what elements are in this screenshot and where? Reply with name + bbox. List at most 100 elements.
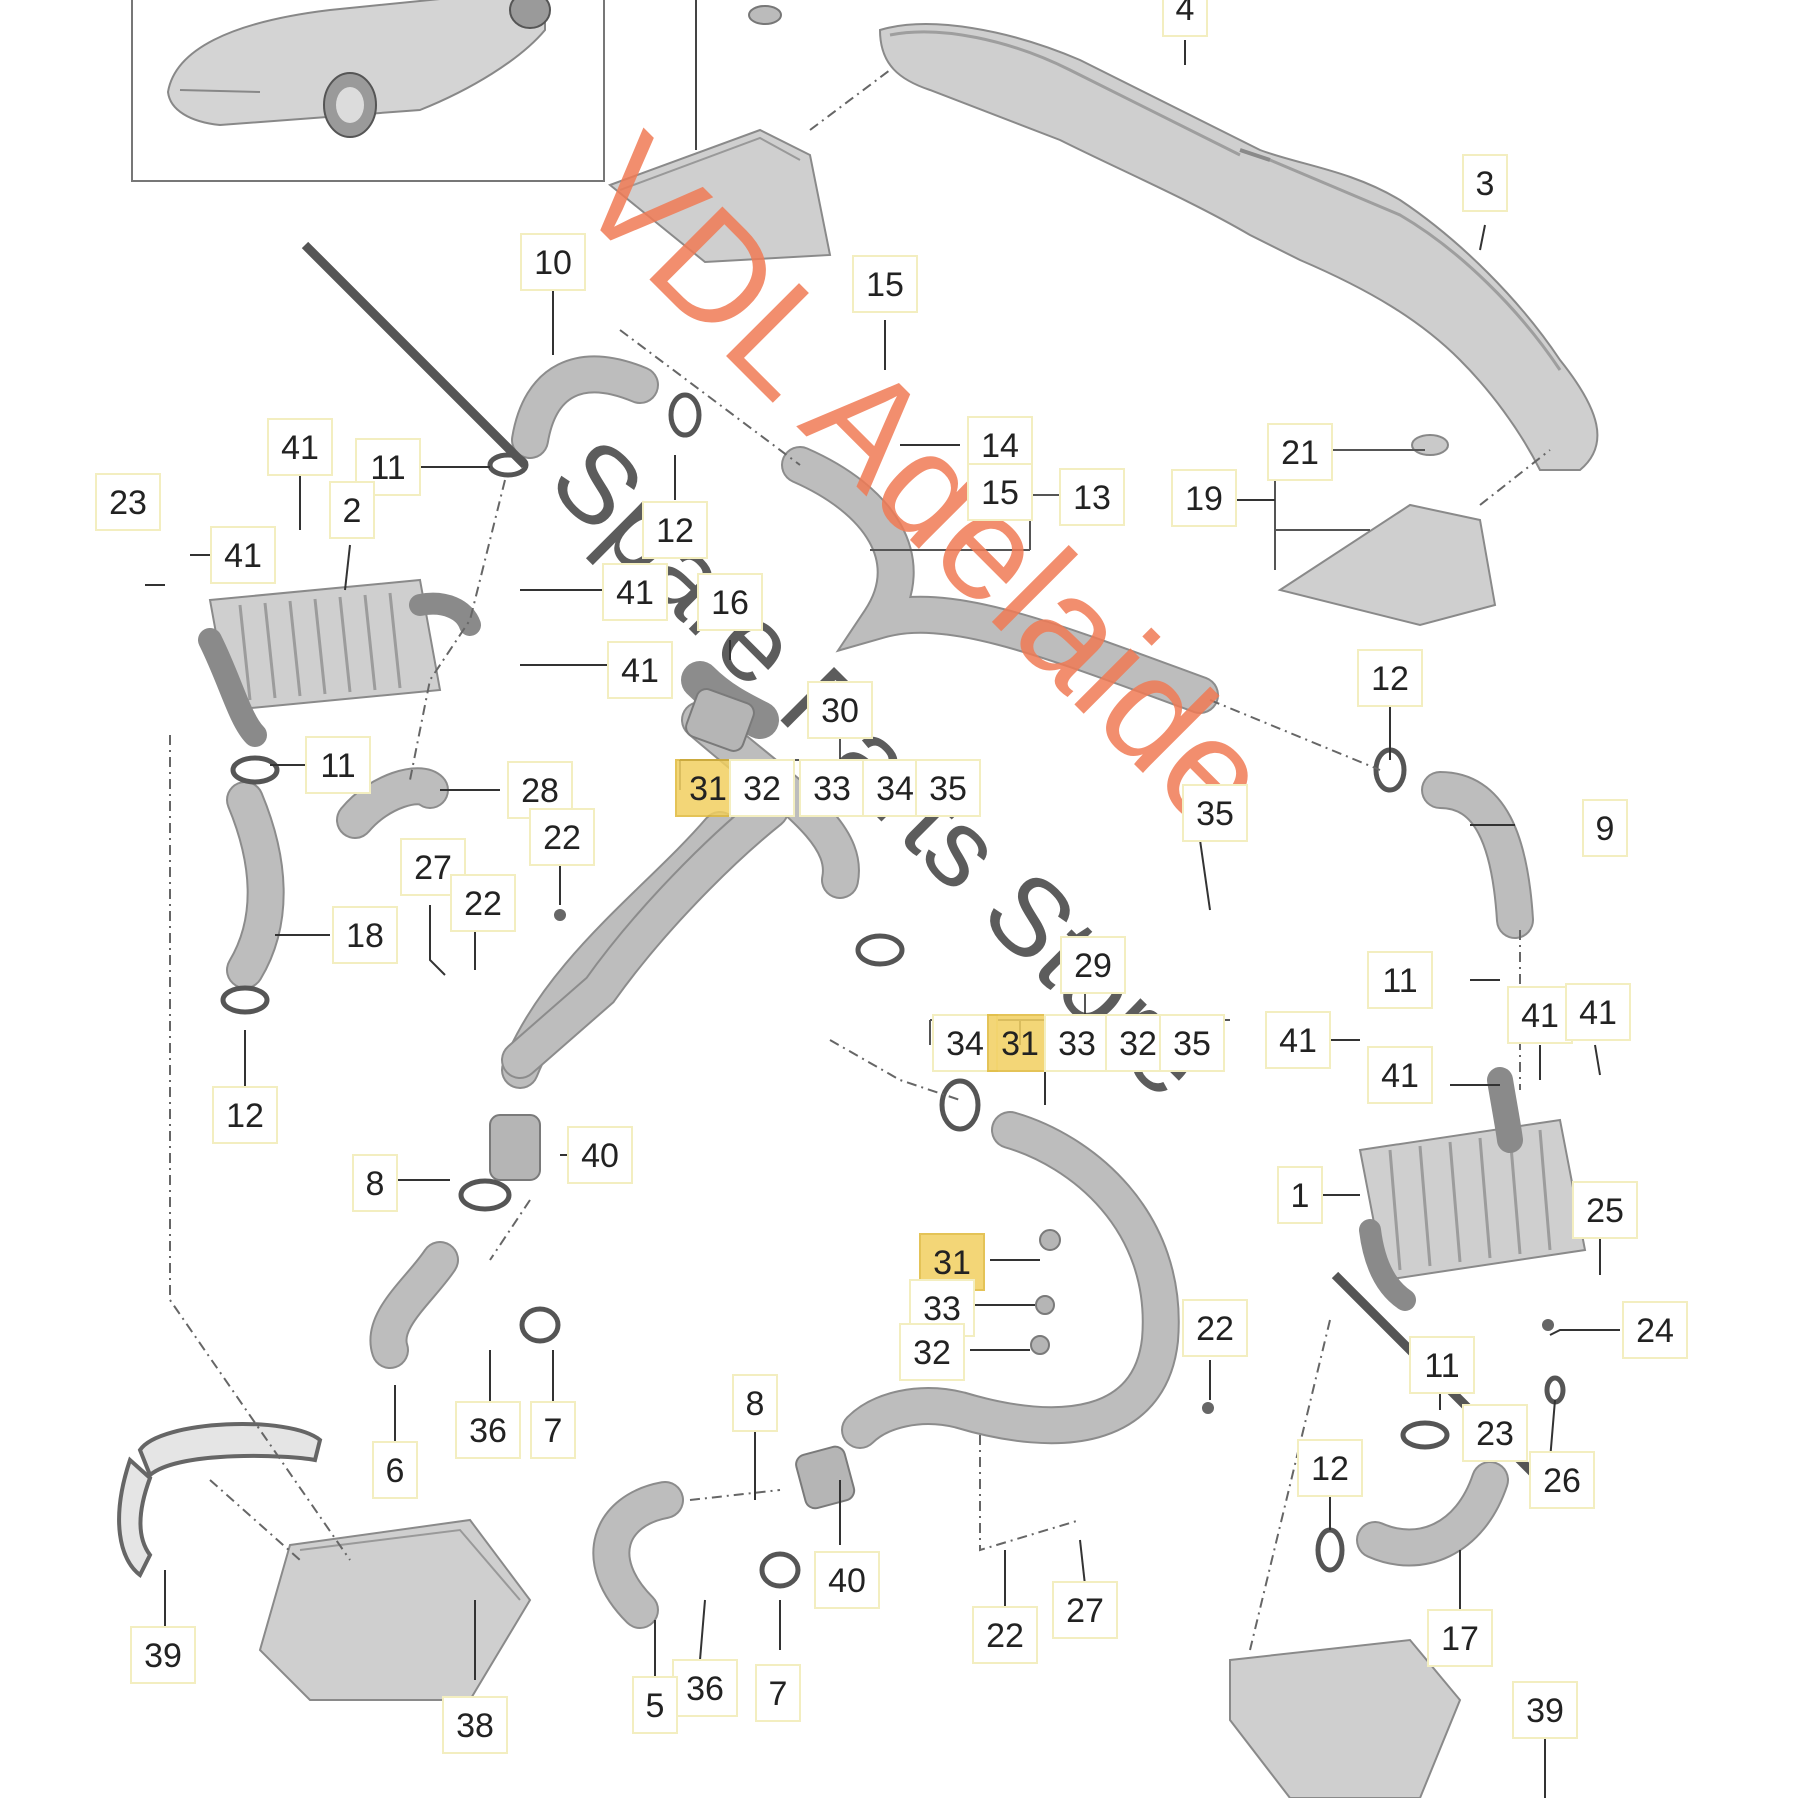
callout-10: 10 [520,233,586,291]
callout-number: 34 [946,1025,984,1063]
callout-box [529,808,595,866]
callout-15: 15 [967,463,1033,521]
callout-box [1462,1404,1528,1462]
callout-35: 35 [1159,1014,1225,1072]
callout-number: 41 [224,537,262,575]
callout-number: 31 [689,770,727,808]
callout-30: 30 [807,681,873,739]
callout-number: 41 [1579,994,1617,1032]
callout-39: 39 [130,1626,196,1684]
callout-number: 13 [1073,479,1111,517]
callout-40: 40 [567,1126,633,1184]
callout-19: 19 [1171,469,1237,527]
callout-number: 12 [1371,660,1409,698]
callout-box [697,573,763,631]
callout-box [729,759,795,817]
callout-11: 11 [305,736,371,794]
callout-6: 6 [372,1441,418,1499]
callout-32: 32 [729,759,795,817]
callout-35: 35 [1182,784,1248,842]
callout-number: 32 [1119,1025,1157,1063]
callout-number: 7 [769,1675,788,1713]
callout-1: 1 [1277,1166,1323,1224]
callout-box [799,759,865,817]
assembly-lines [169,69,1551,1651]
callout-box [1277,1166,1323,1224]
callout-number: 17 [1441,1620,1479,1658]
callout-7: 7 [755,1664,801,1722]
callout-box [607,641,673,699]
callout-number: 33 [1058,1025,1096,1063]
callout-number: 31 [933,1244,971,1282]
callout-number: 8 [366,1165,385,1203]
callout-number: 24 [1636,1312,1674,1350]
callout-32: 32 [899,1323,965,1381]
callout-34: 34 [932,1014,998,1072]
callout-box [210,526,276,584]
callout-number: 41 [1521,997,1559,1035]
callout-number: 38 [456,1707,494,1745]
callout-35: 35 [915,759,981,817]
callout-number: 35 [929,770,967,808]
callout-22: 22 [1182,1299,1248,1357]
callout-box [567,1126,633,1184]
callout-box [1507,986,1573,1044]
callout-box [932,1014,998,1072]
air-scoop-upper-left [608,5,832,264]
callout-number: 3 [1476,165,1495,203]
callout-17: 17 [1427,1609,1493,1667]
callout-number: 12 [1311,1450,1349,1488]
air-scoop-right [1277,434,1497,627]
callout-number: 41 [281,429,319,467]
callout-number: 41 [1279,1022,1317,1060]
callout-number: 41 [1381,1057,1419,1095]
callout-number: 40 [581,1137,619,1175]
callout-41: 41 [267,418,333,476]
callout-41: 41 [210,526,276,584]
callout-25: 25 [1572,1181,1638,1239]
callout-12: 12 [642,501,708,559]
callout-27: 27 [1052,1581,1118,1639]
callout-number: 1 [1291,1177,1310,1215]
callout-number: 23 [109,484,147,522]
callout-box [1265,1011,1331,1069]
callout-box [530,1401,576,1459]
callout-4: 4 [1162,0,1208,37]
callout-box [1044,1014,1110,1072]
callout-18: 18 [332,906,398,964]
callout-33: 33 [1044,1014,1110,1072]
callout-box [1582,799,1628,857]
callout-box [1512,1681,1578,1739]
callout-number: 27 [414,849,452,887]
callout-box [455,1401,521,1459]
callout-box [967,463,1033,521]
callout-box [442,1696,508,1754]
callout-box [602,563,668,621]
intercooler-right [1358,1067,1587,1311]
callout-number: 27 [1066,1592,1104,1630]
callout-box [1462,154,1508,212]
callout-number: 26 [1543,1462,1581,1500]
callout-number: 21 [1281,434,1319,472]
callout-number: 25 [1586,1192,1624,1230]
callout-12: 12 [1297,1439,1363,1497]
callout-number: 5 [646,1687,665,1725]
callout-box [1162,0,1208,37]
callout-26: 26 [1529,1451,1595,1509]
callout-41: 41 [607,641,673,699]
callout-number: 11 [320,747,355,785]
callout-box [755,1664,801,1722]
callout-number: 32 [743,770,781,808]
callout-13: 13 [1059,468,1125,526]
callout-box [1427,1609,1493,1667]
callout-9: 9 [1582,799,1628,857]
callout-number: 6 [386,1452,405,1490]
callout-box [915,759,981,817]
callout-box [632,1676,678,1734]
callout-12: 12 [212,1086,278,1144]
callout-number: 15 [866,266,904,304]
callout-8: 8 [732,1374,778,1432]
callout-24: 24 [1622,1301,1688,1359]
